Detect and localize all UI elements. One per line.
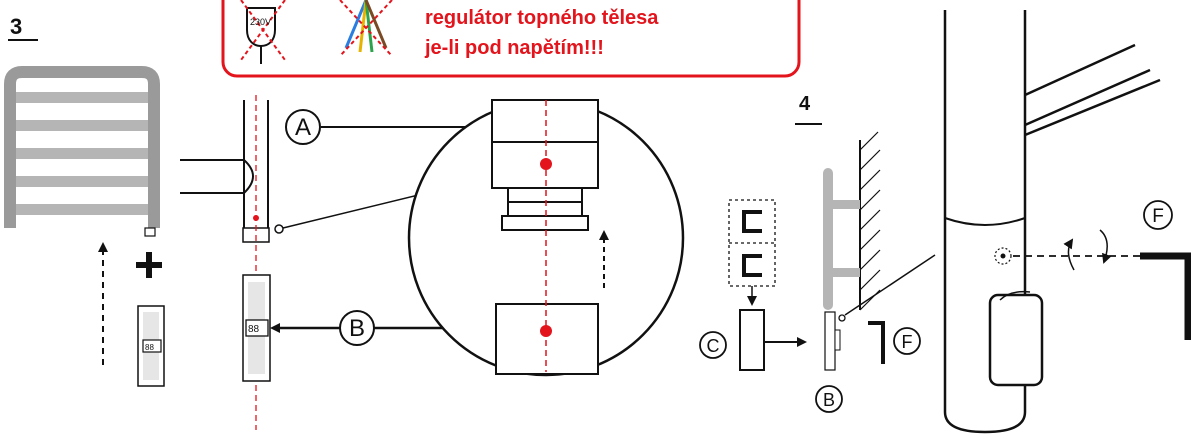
svg-text:88: 88 (248, 324, 260, 335)
label-a: A (285, 109, 488, 145)
label-f-large: F (1143, 200, 1173, 230)
clip-options (728, 199, 807, 371)
warning-line-1: regulátor topného tělesa (425, 7, 659, 29)
wires-icon (339, 0, 393, 57)
hex-key-small: F (868, 321, 921, 364)
label-c: C (699, 331, 727, 359)
wall-mount (823, 131, 936, 371)
label-b-small-text: B (823, 390, 835, 410)
label-b-text: B (349, 315, 365, 342)
svg-text:88: 88 (145, 343, 154, 352)
label-a-text: A (295, 114, 311, 141)
label-f-large-text: F (1152, 206, 1164, 227)
step-4-number: 4 (799, 93, 811, 115)
towel-radiator (4, 66, 160, 237)
heating-element (180, 95, 284, 430)
step-4-heading: 4 (795, 93, 822, 125)
plus-icon (136, 252, 162, 278)
regulator-main: 88 (242, 274, 271, 382)
warning-box: 230V regulátor topného tělesa je-li pod … (221, 0, 801, 78)
step-3-heading: 3 (8, 14, 38, 41)
label-b-small: B (815, 385, 843, 413)
label-c-text: C (707, 336, 720, 356)
element-closeup (943, 10, 1191, 434)
plug-voltage-label: 230V (250, 17, 271, 27)
label-f-small-text: F (902, 332, 913, 352)
regulator-small: 88 (137, 305, 165, 387)
warning-line-2: je-li pod napětím!!! (424, 37, 604, 59)
zoom-detail (407, 99, 685, 377)
step-3-number: 3 (10, 14, 22, 39)
unplug-icon: 230V (240, 0, 286, 64)
